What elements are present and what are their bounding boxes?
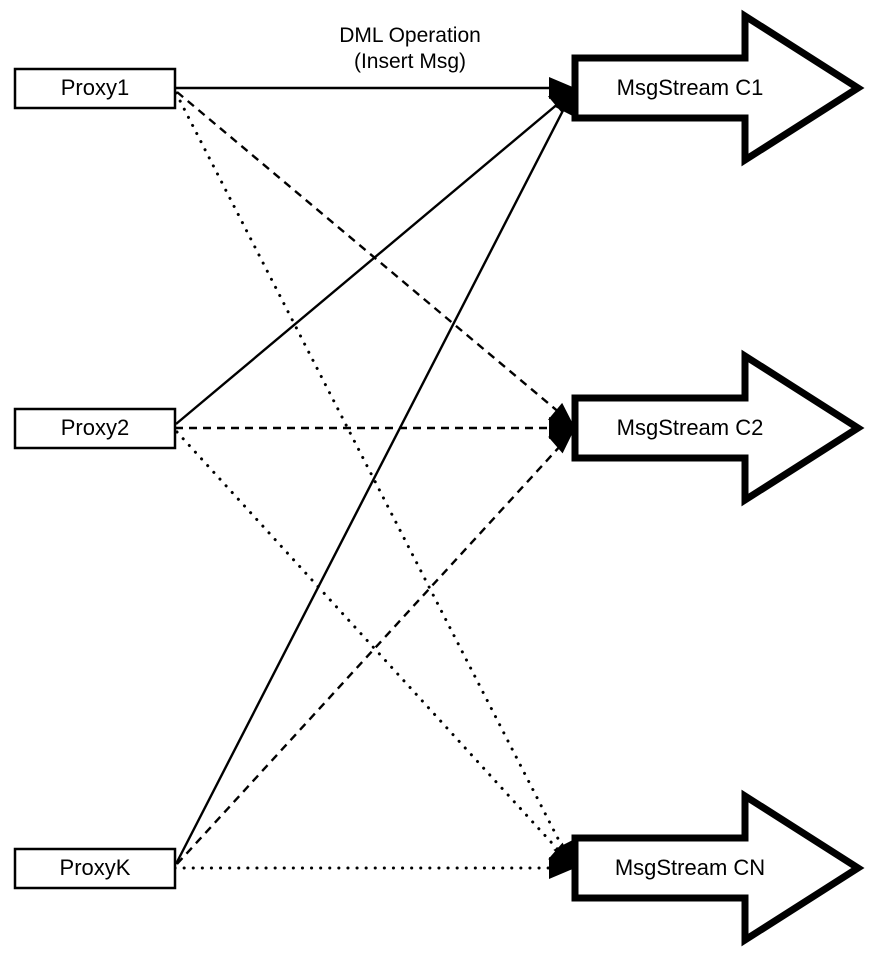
annotations-layer: DML Operation (Insert Msg) (339, 24, 481, 73)
stream-msgstream-cn[interactable]: MsgStream CN (571, 789, 865, 947)
edge-line-proxyk-to-c1 (174, 92, 574, 865)
arrowhead-head-pk-c2 (548, 428, 575, 454)
arrowhead-head-p2-cn (548, 842, 575, 868)
arrowhead-head-p1-c1 (549, 77, 575, 99)
arrowhead-head-pk-c1 (553, 88, 575, 117)
proxy-box-label-proxyk: ProxyK (60, 855, 131, 880)
edge-proxyk-to-c2 (176, 431, 574, 865)
stream-arrow-shape-msgstream-c1 (571, 9, 865, 167)
arrowhead-head-pk-cn (549, 857, 575, 879)
proxy-box-rect-proxyk (13, 847, 177, 890)
stream-arrow-label-msgstream-cn: MsgStream CN (615, 855, 765, 880)
proxy-box-label-proxy2: Proxy2 (61, 415, 129, 440)
edge-proxy1-to-cn (174, 91, 573, 866)
annotation-line1-dml-operation: DML Operation (339, 24, 481, 47)
streams-layer: MsgStream C1 MsgStream C2 MsgStream CN (571, 9, 865, 947)
stream-arrow-shape-msgstream-cn (571, 789, 865, 947)
stream-arrow-shape-msgstream-c2 (571, 349, 865, 507)
arrowheads-layer (548, 77, 575, 879)
stream-arrow-label-msgstream-c1: MsgStream C1 (617, 75, 764, 100)
edges-layer (173, 86, 577, 870)
stream-msgstream-c2[interactable]: MsgStream C2 (571, 349, 865, 507)
proxy-proxy1[interactable]: Proxy1 (13, 67, 177, 110)
edge-proxy2-to-cn (175, 430, 573, 866)
edge-line-proxyk-to-c2 (176, 431, 574, 865)
edge-proxyk-to-c1 (174, 92, 574, 865)
annotation-line2-dml-operation: (Insert Msg) (354, 50, 466, 73)
proxy-proxyk[interactable]: ProxyK (13, 847, 177, 890)
edge-line-proxy2-to-cn (175, 430, 573, 866)
edge-proxy2-to-c1 (175, 91, 573, 425)
edge-line-proxy1-to-cn (174, 91, 573, 866)
proxy-box-rect-proxy2 (13, 407, 177, 450)
annotation-dml-operation: DML Operation (Insert Msg) (339, 24, 481, 73)
edge-line-proxy2-to-c1 (175, 91, 573, 425)
proxy-proxy2[interactable]: Proxy2 (13, 407, 177, 450)
stream-arrow-label-msgstream-c2: MsgStream C2 (617, 415, 764, 440)
arrowhead-head-p2-c2 (549, 417, 575, 439)
proxy-box-rect-proxy1 (13, 67, 177, 110)
stream-msgstream-c1[interactable]: MsgStream C1 (571, 9, 865, 167)
proxy-box-label-proxy1: Proxy1 (61, 75, 129, 100)
